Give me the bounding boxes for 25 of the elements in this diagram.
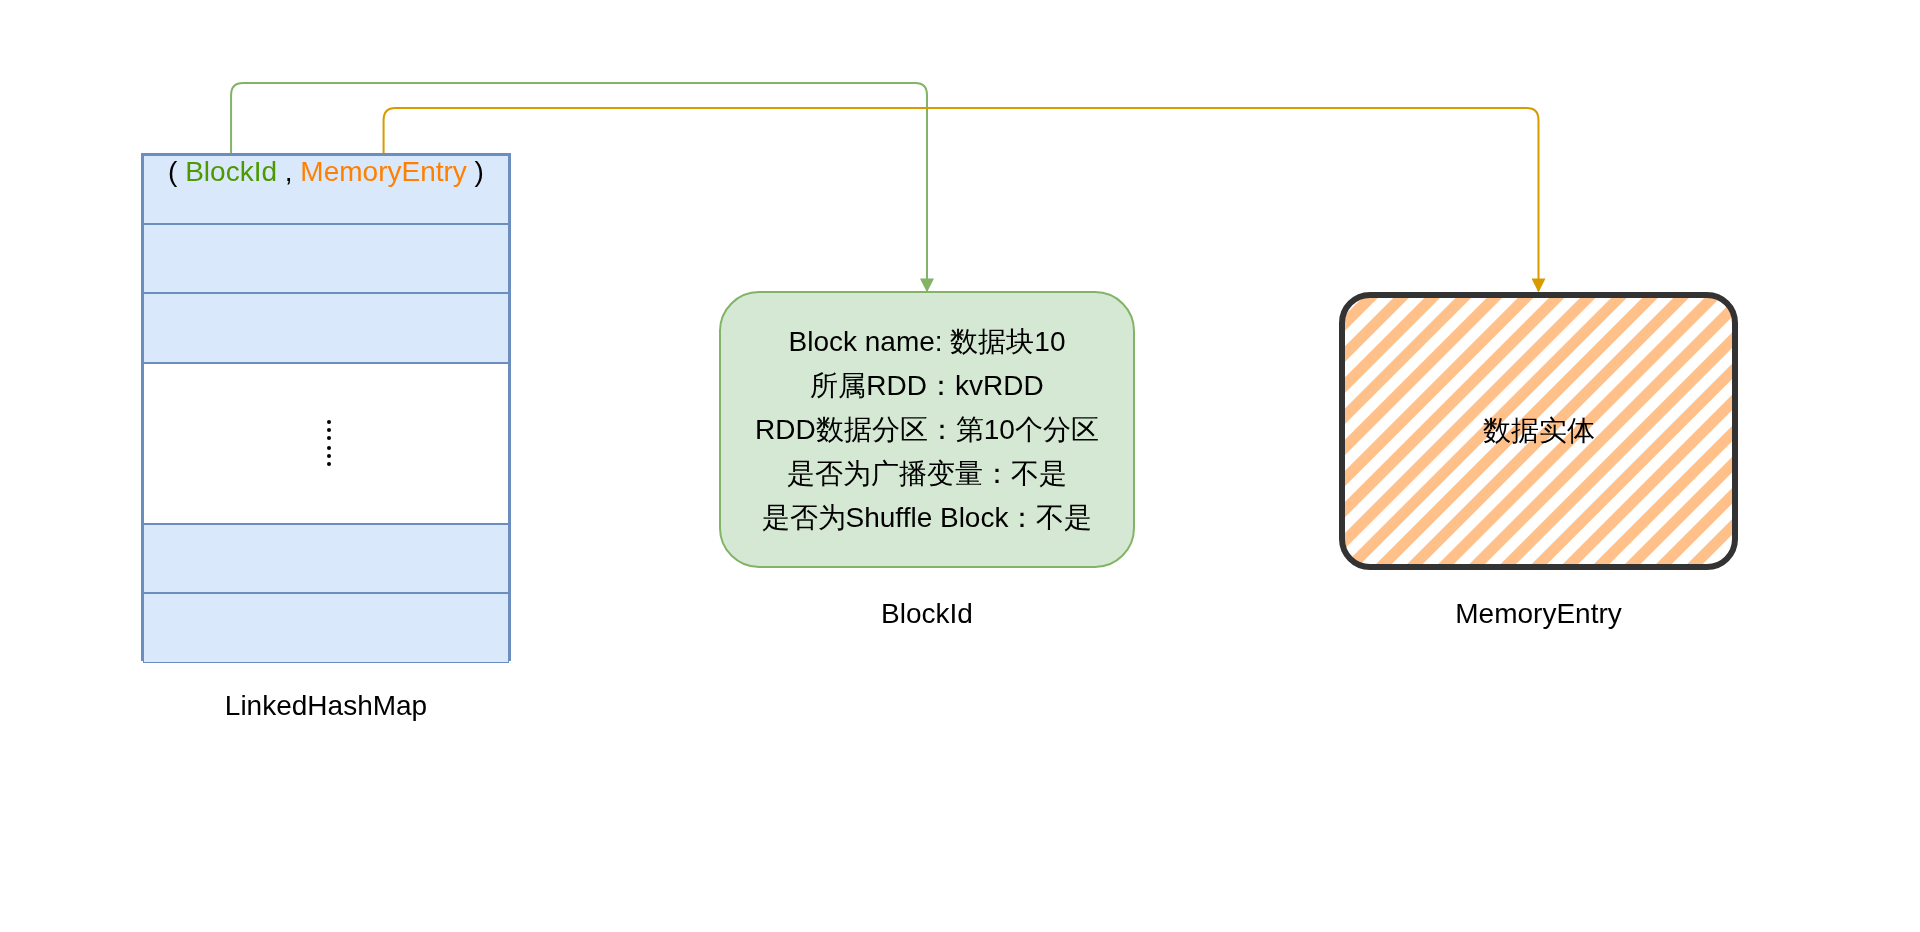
table-row [143,593,509,663]
connector-arrow [230,82,934,293]
info-line: 所属RDD：kvRDD [810,368,1044,403]
bracket-text: , [284,156,293,187]
info-line: 是否为Shuffle Block：不是 [761,500,1093,535]
caption-label: BlockId [880,598,974,630]
bracket-text: ) [474,156,484,187]
hash-map-table [141,153,511,661]
caption-label: LinkedHashMap [223,690,429,722]
key-text: MemoryEntry [300,156,467,187]
connector-arrow [382,107,1546,293]
hatched-box [1338,291,1739,571]
table-row [143,293,509,363]
table-row [143,524,509,593]
key-text: BlockId [185,156,277,187]
caption-label: MemoryEntry [1454,598,1623,630]
table-row [143,224,509,293]
info-line: RDD数据分区：第10个分区 [755,412,1099,447]
table-row [143,363,509,524]
box-text: 数据实体 [1482,414,1595,448]
table-row [143,155,509,224]
bracket-text: ( [168,156,178,187]
block-id-box [719,291,1135,568]
info-line: Block name: 数据块10 [788,324,1066,359]
info-line: 是否为广播变量：不是 [787,456,1067,491]
